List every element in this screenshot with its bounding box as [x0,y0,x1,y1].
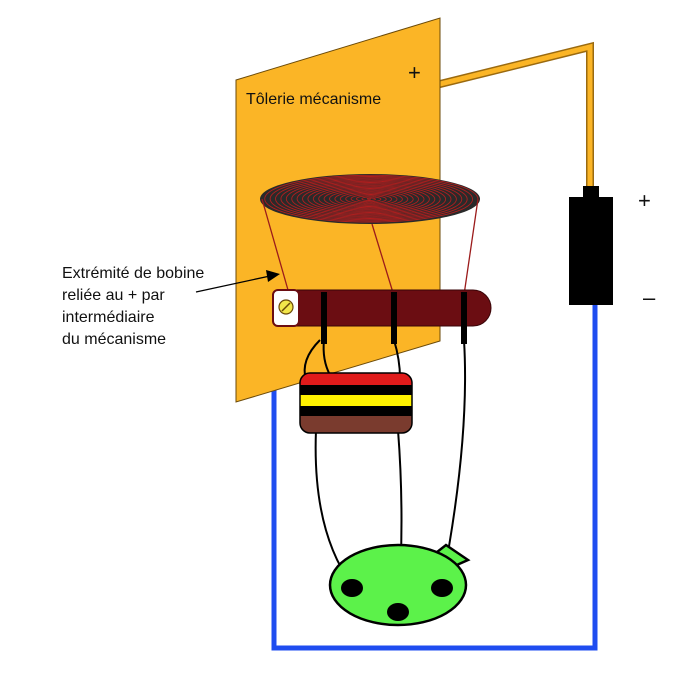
annotation-line-1: Extrémité de bobine [62,265,204,282]
coil-end-annotation: Extrémité de bobine reliée au + par inte… [62,265,204,348]
terminal-post-2 [391,292,397,344]
terminal-bar [272,289,492,344]
annotation-line-2: reliée au + par [62,287,165,304]
connector-pin-left [341,579,363,597]
connector-pin-bottom [387,603,409,621]
battery [569,186,613,305]
connector-pin-right [431,579,453,597]
terminal-post-1 [321,292,327,344]
spiral-coil [260,174,480,224]
annotation-line-3: intermédiaire [62,309,155,326]
terminal-post-3 [461,292,467,344]
plate-plus-sign: + [408,60,421,85]
annotation-arrow [195,270,280,293]
coil-threads [261,198,479,297]
plate-label: Tôlerie mécanisme [246,91,381,108]
green-connector [328,543,471,627]
annotation-line-4: du mécanisme [62,331,166,348]
battery-plus-sign: + [638,188,651,213]
battery-minus-sign: – [643,285,656,310]
capacitor [299,372,413,434]
positive-wire [431,43,593,190]
